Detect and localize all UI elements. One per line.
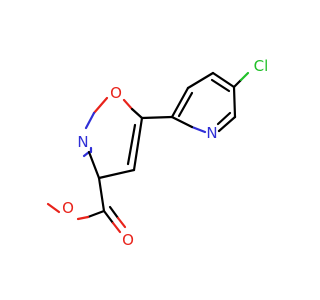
bond — [97, 168, 136, 180]
ring-nitrogen-label: N — [77, 133, 88, 151]
pyridine-ring — [170, 71, 237, 134]
bond — [170, 115, 194, 129]
bond — [170, 86, 190, 119]
bond — [217, 115, 237, 133]
ester-oxygen-label: O — [62, 199, 74, 217]
bond — [92, 96, 109, 115]
bond — [239, 71, 250, 82]
bond — [132, 116, 144, 172]
ring-oxygen-label: O — [110, 84, 122, 102]
bond — [232, 85, 237, 119]
methyl-ester — [46, 202, 127, 234]
bond — [86, 209, 106, 219]
bond — [186, 71, 215, 90]
bond — [216, 111, 232, 126]
bond — [108, 205, 120, 220]
isoxazole-ring — [82, 96, 144, 180]
bond — [126, 123, 137, 166]
bond — [211, 71, 236, 89]
bond — [140, 115, 174, 120]
bond — [116, 216, 127, 229]
bond — [84, 111, 96, 130]
bond — [111, 221, 122, 234]
bond — [190, 125, 207, 134]
bond — [46, 202, 61, 214]
pyridine-nitrogen-label: N — [206, 124, 217, 142]
carbonyl-oxygen-label: O — [122, 231, 134, 249]
bond — [76, 215, 90, 221]
bond — [232, 78, 243, 89]
atom-labels: Cl N O N O O — [62, 57, 268, 249]
bond — [177, 91, 194, 118]
bond — [102, 209, 115, 225]
bond — [87, 150, 101, 180]
molecule-drawing: Cl N O N O O — [46, 57, 268, 249]
bond — [122, 98, 134, 111]
bond — [130, 107, 144, 120]
bond — [210, 78, 231, 93]
chlorine-atom-label: Cl — [254, 57, 269, 75]
structure-diagram: Cl N O N O O — [46, 57, 268, 249]
bond — [97, 176, 106, 213]
